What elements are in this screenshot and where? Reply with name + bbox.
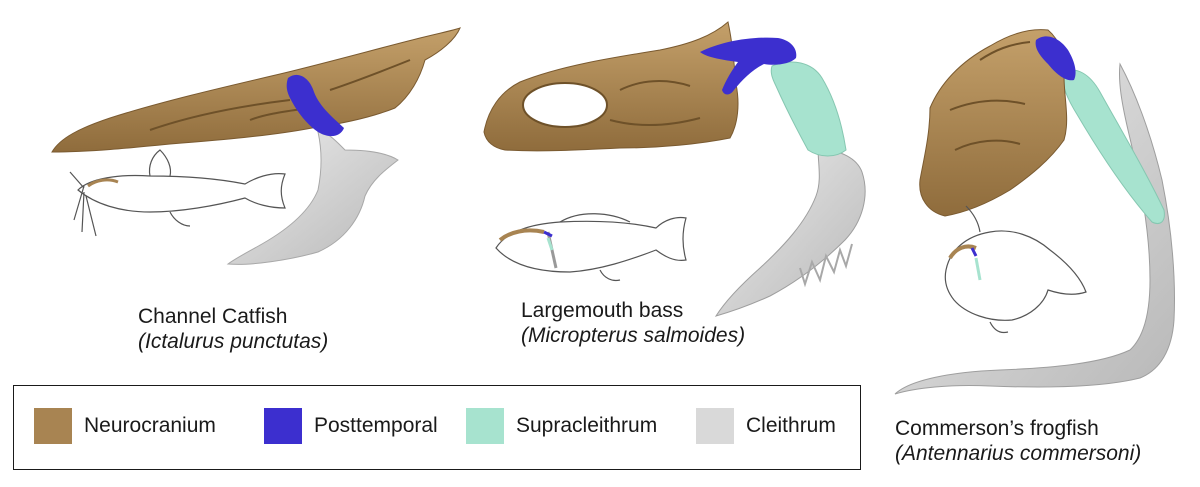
catfish-caption: Channel Catfish (Ictalurus punctutas) — [138, 304, 328, 354]
bass-orbit — [522, 82, 608, 128]
bass-posttemporal — [700, 37, 797, 95]
bass-cleithrum — [714, 147, 866, 317]
catfish-cleithrum — [226, 131, 399, 265]
catfish-outline-sketch — [69, 149, 286, 237]
legend-item-neurocranium: Neurocranium — [34, 406, 216, 446]
frogfish-outline-sketch — [944, 205, 1087, 334]
bass-common-name: Largemouth bass — [521, 299, 684, 322]
catfish-scientific-name: (Ictalurus punctutas) — [138, 330, 329, 353]
legend-label-posttemporal: Posttemporal — [314, 414, 438, 437]
frogfish-caption: Commerson’s frogfish (Antennarius commer… — [895, 416, 1141, 466]
bass-neurocranium — [483, 21, 739, 152]
catfish-posttemporal — [286, 74, 344, 137]
legend-label-supracleithrum: Supracleithrum — [516, 414, 658, 437]
legend-item-posttemporal: Posttemporal — [264, 406, 438, 446]
legend-swatch-neurocranium — [34, 408, 72, 444]
frogfish-scientific-name: (Antennarius commersoni) — [895, 442, 1142, 465]
frogfish-specimen — [894, 29, 1175, 395]
legend-label-cleithrum: Cleithrum — [746, 414, 836, 437]
bass-caption: Largemouth bass (Micropterus salmoides) — [521, 298, 745, 348]
bass-specimen — [483, 21, 866, 317]
catfish-common-name: Channel Catfish — [138, 305, 288, 328]
legend-swatch-supracleithrum — [466, 408, 504, 444]
bass-neurocranium-detail — [609, 80, 701, 127]
frogfish-neurocranium-detail — [949, 41, 1031, 151]
legend-box: Neurocranium Posttemporal Supracleithrum… — [13, 385, 861, 470]
frogfish-neurocranium — [919, 29, 1068, 217]
legend-label-neurocranium: Neurocranium — [84, 414, 216, 437]
bass-outline-sketch — [495, 213, 687, 282]
frogfish-cleithrum — [894, 62, 1175, 395]
bass-supracleithrum — [770, 61, 847, 157]
legend-item-cleithrum: Cleithrum — [696, 406, 836, 446]
frogfish-supracleithrum — [1062, 69, 1165, 224]
catfish-neurocranium — [51, 27, 461, 153]
frogfish-common-name: Commerson’s frogfish — [895, 417, 1099, 440]
legend-swatch-posttemporal — [264, 408, 302, 444]
bass-cleithrum-fringe — [799, 243, 853, 288]
catfish-specimen — [51, 27, 461, 265]
bass-scientific-name: (Micropterus salmoides) — [521, 324, 746, 347]
frogfish-posttemporal — [1035, 36, 1076, 81]
legend-swatch-cleithrum — [696, 408, 734, 444]
legend-item-supracleithrum: Supracleithrum — [466, 406, 657, 446]
